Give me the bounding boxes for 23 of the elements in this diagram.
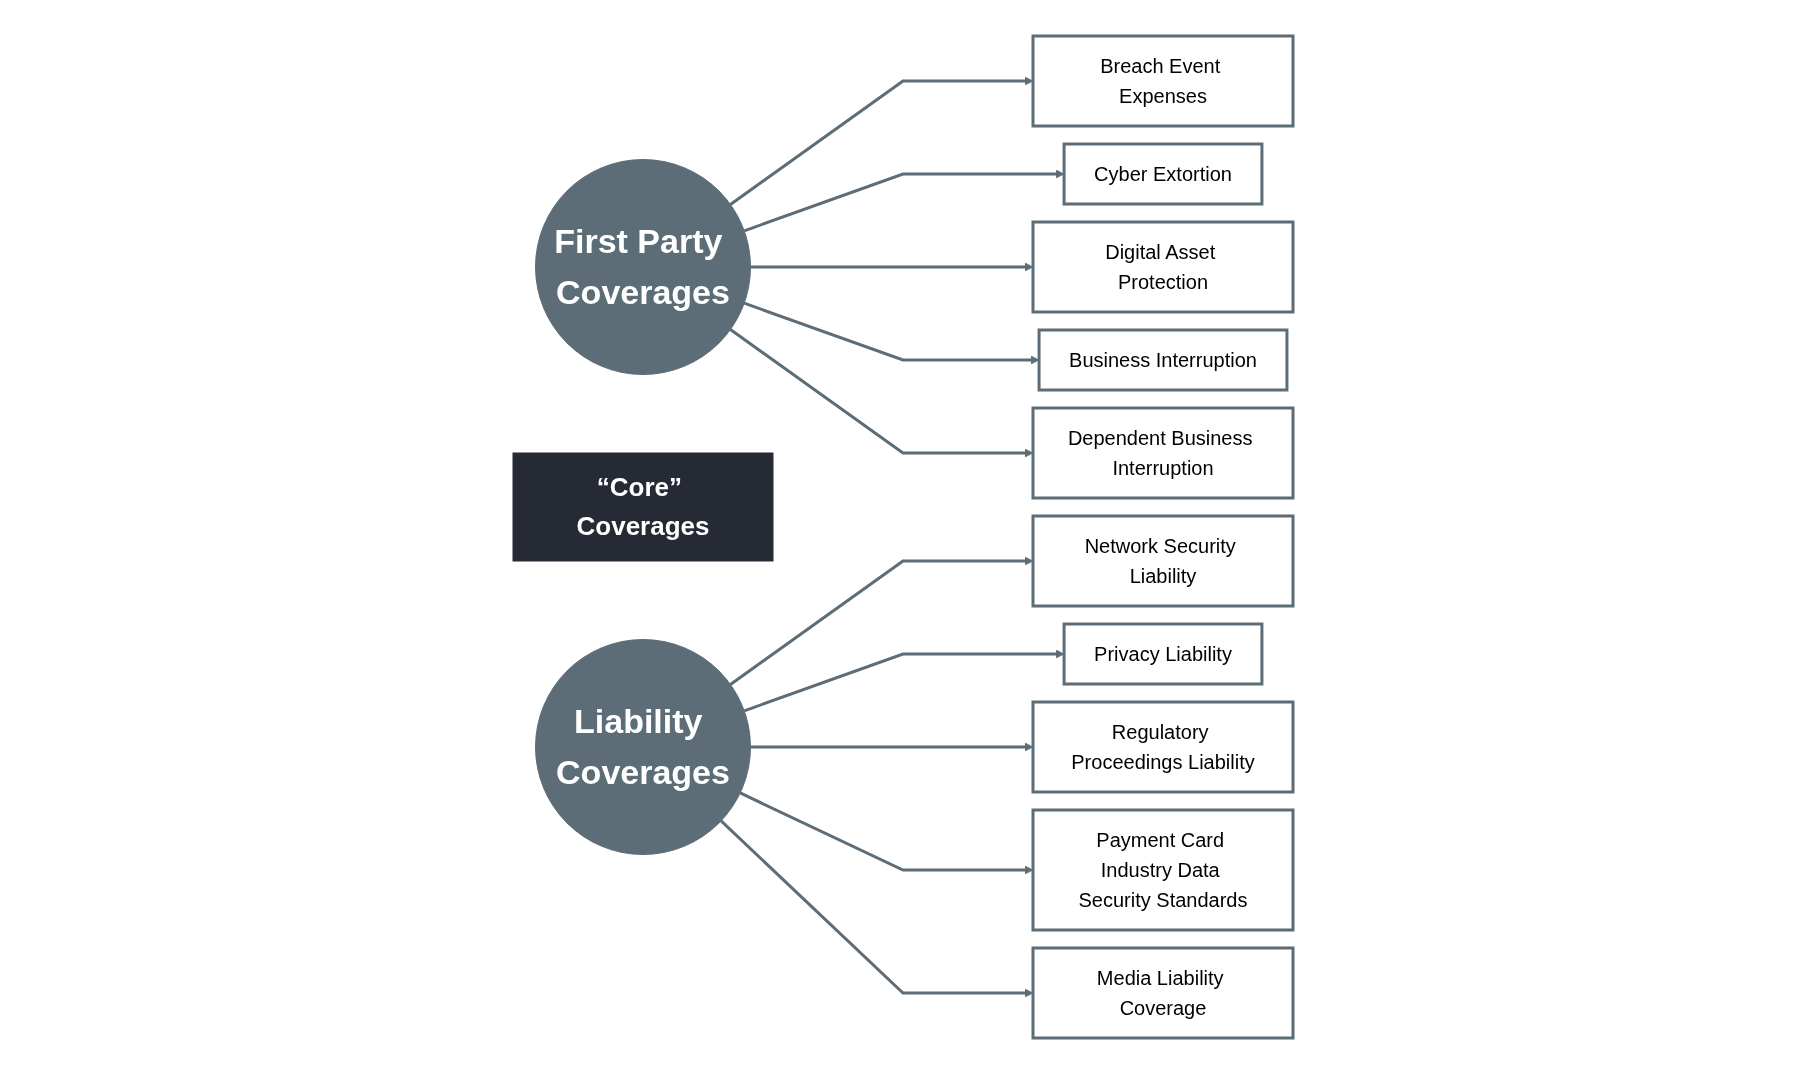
node-box: Regulatory Proceedings Liability: [1031, 700, 1294, 794]
node-circle: First Party Coverages: [534, 159, 751, 375]
node-box: Network Security Liability: [1031, 514, 1294, 608]
arrow: [743, 649, 1064, 713]
node-box: Dependent Business Interruption: [1031, 406, 1294, 500]
node-box: Business Interruption: [1037, 328, 1288, 392]
arrow: [750, 742, 1033, 752]
node-box: Digital Asset Protection: [1031, 220, 1294, 314]
node-box: “Core” Coverages: [512, 452, 773, 562]
arrow: [750, 262, 1033, 272]
node-box: Media Liability Coverage: [1031, 946, 1294, 1040]
node-box: Payment Card Industry Data Security Standards: [1031, 808, 1294, 932]
node-box: Cyber Extortion: [1062, 142, 1263, 206]
arrow: [729, 556, 1033, 686]
arrow: [729, 328, 1033, 458]
arrow: [739, 791, 1033, 875]
arrow: [743, 169, 1064, 233]
node-box: Privacy Liability: [1062, 622, 1263, 686]
node-circle: Liability Coverages: [534, 639, 751, 855]
node-box: Breach Event Expenses: [1031, 34, 1294, 128]
arrow: [743, 301, 1039, 365]
arrow: [719, 819, 1033, 998]
arrow: [729, 76, 1033, 206]
